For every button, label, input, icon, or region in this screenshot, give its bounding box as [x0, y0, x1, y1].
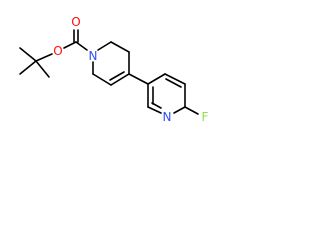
atom-label-ring-nitrogen: N	[89, 49, 98, 63]
bond-oxygen-carbonyl	[63, 41, 77, 49]
bond-pyr-1	[147, 73, 166, 85]
bond-ring-n-upper	[97, 41, 112, 51]
bond-tbu-oxygen	[35, 53, 53, 62]
bond-layer	[19, 29, 199, 115]
atom-label-fluorine: F	[202, 110, 209, 124]
bond-ring-lower	[92, 73, 112, 86]
structure-diagram: O O N N F	[0, 0, 247, 146]
bond-pyr-5	[147, 106, 162, 114]
bond-carbon-fluorine	[184, 106, 199, 115]
bond-carbonyl-nitrogen	[75, 41, 88, 51]
atom-label-pyridine-nitrogen: N	[163, 110, 172, 124]
bond-ring-upper	[110, 41, 130, 53]
bond-tbu-methyl-2	[19, 60, 37, 75]
bond-pyr-2	[164, 73, 186, 85]
bond-ring-to-pyridine	[128, 73, 149, 85]
atom-label-ester-oxygen: O	[53, 44, 62, 58]
bond-pyr-4	[173, 106, 186, 114]
bond-tbu-methyl-1	[19, 47, 37, 62]
bond-ring-double-b	[109, 71, 125, 81]
atom-label-carbonyl-oxygen: O	[71, 15, 80, 29]
bond-pyr-2-inner	[165, 78, 182, 88]
bond-tbu-methyl-3	[35, 60, 50, 78]
bond-ring-double-a	[110, 73, 130, 86]
molecule-drawing: O O N N F	[19, 15, 209, 124]
atom-label-layer: O O N N F	[53, 15, 208, 124]
